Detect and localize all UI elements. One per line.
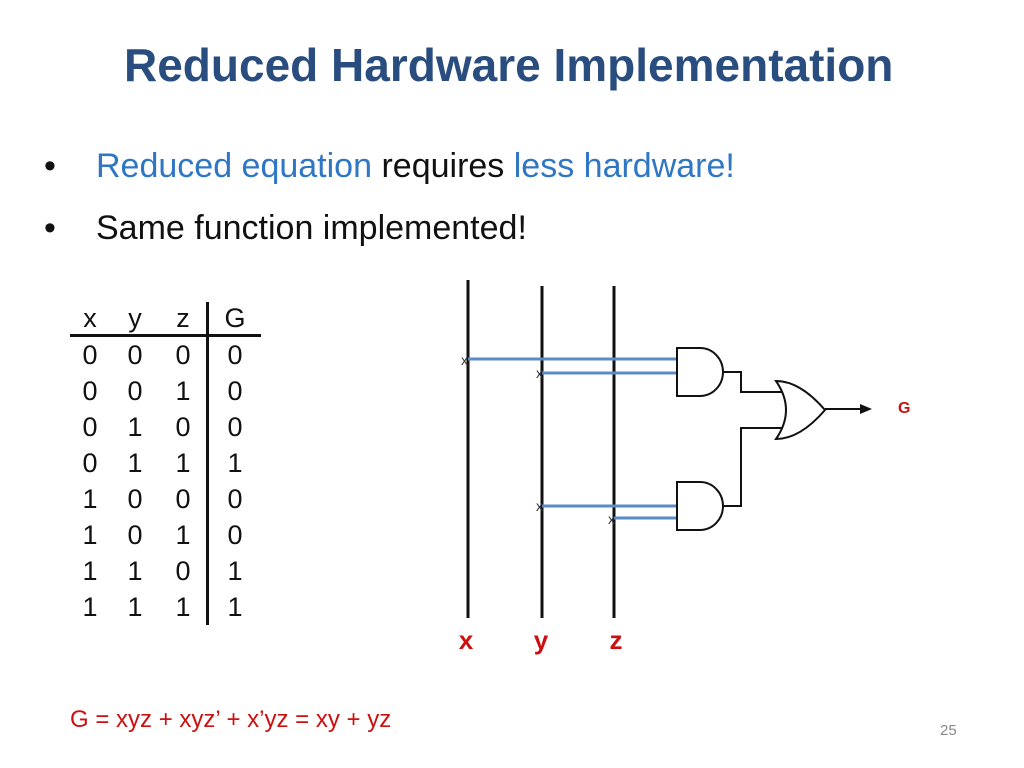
bullet-text: less hardware! xyxy=(513,147,735,185)
truth-table-cell: 0 xyxy=(206,409,261,445)
and-gate-2 xyxy=(676,481,724,531)
header-y: y xyxy=(110,302,160,337)
truth-table-cell: 0 xyxy=(82,411,98,442)
junction-mark: x xyxy=(461,352,468,368)
bullet-text: requires xyxy=(372,147,514,185)
truth-table-cell: 1 xyxy=(206,445,261,481)
truth-table-cell: 0 xyxy=(127,339,143,370)
truth-table-cell: 0 xyxy=(82,339,98,370)
truth-table-cell: 0 xyxy=(127,483,143,514)
truth-table-cell: 1 xyxy=(206,553,261,589)
header-g: G xyxy=(206,302,261,337)
equation: G = xyz + xyz’ + x’yz = xy + yz xyxy=(70,706,392,733)
bullet-same-function: Same function implemented! xyxy=(44,197,735,259)
truth-table-cell: 1 xyxy=(175,447,191,478)
truth-table-cell: 1 xyxy=(175,519,191,550)
junction-mark: x xyxy=(536,365,543,381)
truth-table-cell: 1 xyxy=(127,591,143,622)
truth-table-cell: 0 xyxy=(206,335,261,373)
wire-and1-or xyxy=(723,371,784,393)
truth-table-header: x y z G xyxy=(70,302,261,337)
truth-table-cell: 1 xyxy=(127,411,143,442)
junction-mark: x xyxy=(536,498,543,514)
truth-table-cell: 0 xyxy=(127,519,143,550)
truth-table-cell: 0 xyxy=(127,375,143,406)
output-arrow-icon xyxy=(860,404,872,414)
slide-title: Reduced Hardware Implementation xyxy=(124,39,894,91)
truth-table-cell: 1 xyxy=(127,555,143,586)
truth-table-cell: 0 xyxy=(82,447,98,478)
truth-table-cell: 0 xyxy=(206,517,261,553)
truth-table-cell: 1 xyxy=(206,589,261,625)
bullet-text: Same function implemented! xyxy=(96,209,527,247)
output-label-g: G xyxy=(898,400,910,417)
and-gate-1 xyxy=(676,347,724,397)
truth-table-cell: 0 xyxy=(82,375,98,406)
or-gate xyxy=(774,379,827,441)
header-x: x xyxy=(70,302,110,337)
input-label-x: x xyxy=(459,625,474,655)
input-label-z: z xyxy=(610,625,623,655)
truth-table-cell: 1 xyxy=(175,375,191,406)
truth-table-cell: 0 xyxy=(206,481,261,517)
wire-and2-or xyxy=(723,427,784,507)
truth-table-cell: 0 xyxy=(175,483,191,514)
truth-table-cell: 0 xyxy=(175,339,191,370)
truth-table-cell: 1 xyxy=(82,555,98,586)
truth-table-cell: 1 xyxy=(127,447,143,478)
page-number: 25 xyxy=(940,722,957,739)
header-z: z xyxy=(160,302,208,337)
bullet-text: Reduced equation xyxy=(96,147,373,185)
bullet-list: Reduced equation requires less hardware!… xyxy=(44,135,735,259)
bullet-reduced-equation: Reduced equation requires less hardware! xyxy=(44,135,735,197)
truth-table-cell: 1 xyxy=(82,519,98,550)
truth-table-cell: 0 xyxy=(206,373,261,409)
truth-table-cell: 1 xyxy=(175,591,191,622)
input-label-y: y xyxy=(534,625,549,655)
truth-table-cell: 1 xyxy=(82,483,98,514)
truth-table-cell: 0 xyxy=(175,555,191,586)
truth-table-cell: 0 xyxy=(175,411,191,442)
junction-mark: x xyxy=(608,511,615,527)
truth-table-cell: 1 xyxy=(82,591,98,622)
